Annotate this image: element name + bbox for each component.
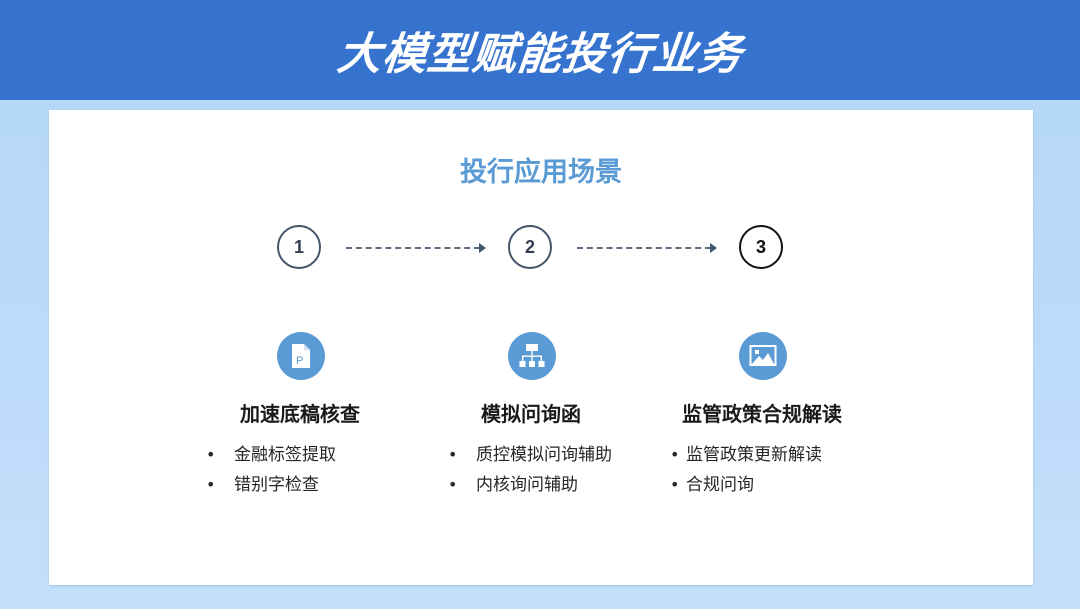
list-item: •错别字检查	[206, 475, 319, 495]
column-title-3: 监管政策合规解读	[682, 402, 842, 426]
page-title: 大模型赋能投行业务	[334, 29, 745, 80]
list-item: •质控模拟问询辅助	[448, 445, 612, 465]
arrow-1-to-2	[346, 243, 486, 253]
column-title-2: 模拟问询函	[481, 402, 581, 426]
column-title-1: 加速底稿核查	[240, 402, 360, 426]
list-item: •合规问询	[670, 475, 754, 495]
bullet-list-2: •质控模拟问询辅助 •内核询问辅助	[448, 440, 612, 500]
bullet-list-3: •监管政策更新解读 •合规问询	[670, 440, 822, 500]
header-bar: 大模型赋能投行业务	[0, 0, 1080, 100]
section-title: 投行应用场景	[460, 157, 622, 188]
content-card: 投行应用场景 1 2 3 P 加速底稿核查	[49, 110, 1033, 585]
step-number: 3	[755, 236, 766, 257]
image-icon	[739, 332, 787, 380]
step-3-circle: 3	[739, 225, 783, 269]
list-item: •监管政策更新解读	[670, 445, 822, 465]
list-item: •金融标签提取	[206, 445, 336, 465]
org-chart-icon	[508, 332, 556, 380]
document-p-icon: P	[277, 332, 325, 380]
step-1-circle: 1	[277, 225, 321, 269]
step-2-circle: 2	[508, 225, 552, 269]
arrow-2-to-3	[577, 243, 717, 253]
svg-text:P: P	[296, 355, 303, 367]
step-number: 1	[293, 236, 304, 257]
bullet-list-1: •金融标签提取 •错别字检查	[206, 440, 336, 500]
step-number: 2	[524, 236, 535, 257]
list-item: •内核询问辅助	[448, 475, 578, 495]
